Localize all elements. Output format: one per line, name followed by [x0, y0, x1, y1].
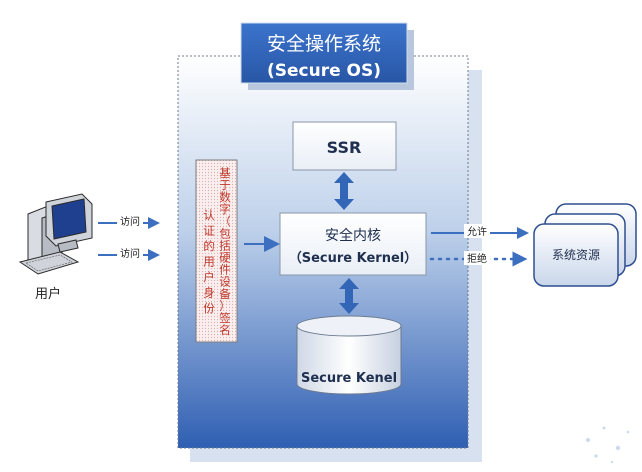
deny-label: 拒绝 [467, 252, 487, 265]
auth-text-2: 认证的用户身份 [203, 208, 215, 315]
title-line1: 安全操作系统 [267, 33, 381, 55]
sparkle-decoration [586, 426, 630, 464]
kernel-box [279, 212, 427, 276]
allow-label-bg [464, 224, 490, 238]
allow-label: 允许 [467, 225, 487, 238]
auth-box [195, 159, 238, 343]
kernel-line1: 安全内核 [325, 227, 381, 244]
ssr-label: SSR [327, 138, 362, 157]
auth-text-column1: 基于数字（包括硬件设备）签名 [219, 166, 231, 337]
title-box [240, 22, 408, 84]
auth-text-1: 基于数字（包括硬件设备）签名 [219, 166, 231, 337]
db-label: Secure Kenel [301, 371, 397, 386]
user-label: 用户 [35, 286, 61, 302]
deny-label-bg [464, 251, 490, 265]
stacked-cards-icon [533, 203, 637, 287]
kernel-line2: （Secure Kernel） [289, 250, 418, 266]
ssr-box [292, 121, 397, 171]
database-icon [296, 315, 402, 395]
title-line2: (Secure OS) [267, 61, 381, 81]
auth-text-column2: 认证的用户身份 [203, 208, 215, 315]
computer-icon [18, 193, 93, 275]
access-label-bg-1 [117, 214, 143, 228]
access-label-2: 访问 [120, 247, 140, 260]
access-label-1: 访问 [120, 215, 140, 228]
ssr-kernel-double-arrow [334, 172, 354, 210]
kernel-db-double-arrow [339, 278, 359, 314]
resources-label: 系统资源 [552, 248, 600, 262]
access-label-bg-2 [117, 246, 143, 260]
